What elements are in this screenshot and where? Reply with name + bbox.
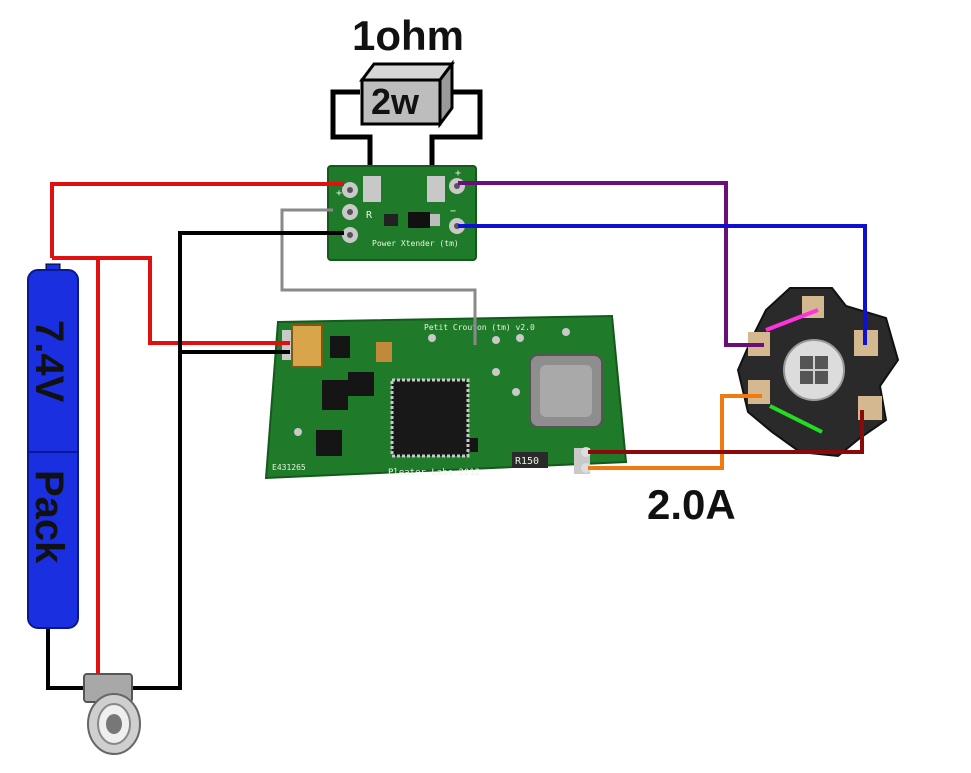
driver-id-silk: E431265 [272, 463, 306, 472]
resistor-value-label: 1ohm [352, 12, 464, 59]
current-label: 2.0A [647, 481, 736, 528]
sense-resistor-label: R150 [515, 456, 539, 467]
resistor-icon [330, 59, 483, 183]
battery-icon [27, 263, 79, 629]
resistor-power-label: 2w [371, 81, 420, 122]
driver-maker-silk: Pleater Labs 2012 [388, 468, 480, 478]
battery-voltage-label: 7.4V [27, 320, 71, 403]
driver-title-silk: Petit Crouton (tm) v2.0 [424, 323, 535, 332]
svg-text:+: + [336, 188, 342, 199]
svg-text:−: − [450, 206, 456, 217]
dc-jack-icon [83, 673, 141, 755]
power-extender-board: + R + − Power Xtender (tm) [327, 165, 477, 261]
svg-text:R: R [366, 210, 373, 221]
driver-board: R150 Petit Crouton (tm) v2.0 Pleater Lab… [264, 314, 628, 480]
power-extender-silk: Power Xtender (tm) [372, 239, 459, 248]
svg-text:+: + [455, 168, 461, 179]
battery-type-label: Pack [27, 470, 71, 564]
led-star-icon [736, 287, 900, 458]
wires [46, 181, 867, 690]
